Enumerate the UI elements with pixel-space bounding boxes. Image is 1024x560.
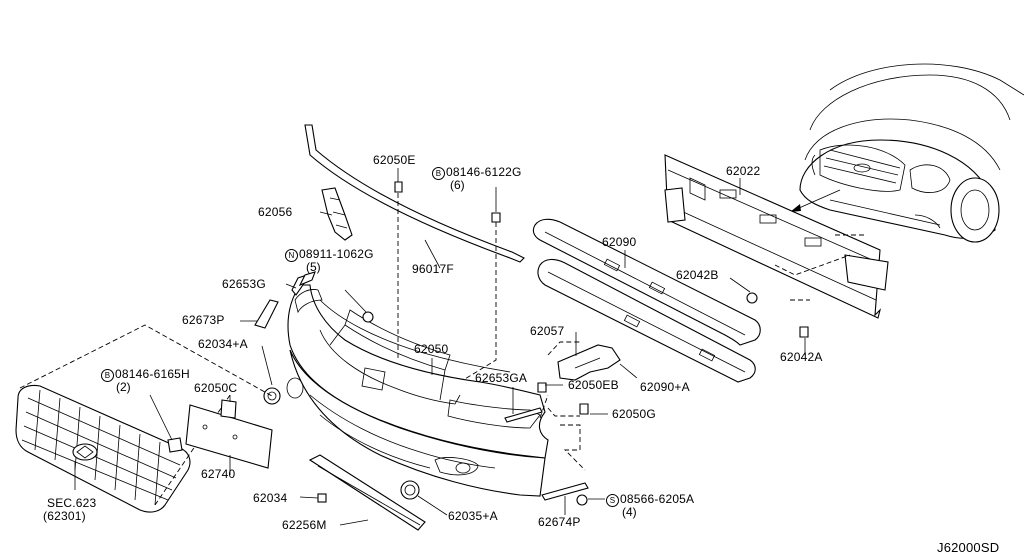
label-62034A: 62034+A [198,337,248,351]
bumper-fascia-icon [286,284,549,497]
diagram-code: J62000SD [937,540,1000,555]
energy-absorber-icon [532,218,761,383]
label-08146-6122G-text: 08146-6122G [446,165,522,179]
grille-icon [15,384,191,513]
nut-symbol-icon: N [285,249,298,262]
label-96017F: 96017F [412,262,454,276]
bolt-symbol-icon: B [432,167,445,180]
car-front-icon [799,63,1024,243]
label-62042A: 62042A [780,350,823,364]
label-62022: 62022 [726,164,761,178]
qty-08146-6122G: (6) [450,178,465,192]
label-sec623: SEC.623 [47,496,97,510]
label-62050EB: 62050EB [568,378,619,392]
label-62090: 62090 [602,235,637,249]
label-62653G: 62653G [222,277,266,291]
label-08911-1062G-text: 08911-1062G [299,247,374,261]
label-62673P: 62673P [182,313,225,327]
label-62653GA: 62653GA [475,371,528,385]
label-62740: 62740 [201,467,236,481]
label-62035A: 62035+A [448,509,498,523]
label-62050C: 62050C [194,381,238,395]
reinforcement-icon [664,154,889,319]
label-08566-6205A-text: 08566-6205A [620,492,695,506]
label-62057: 62057 [530,324,565,338]
label-62034: 62034 [253,491,288,505]
bolt-symbol-icon: B [101,369,114,382]
label-62056: 62056 [258,205,293,219]
qty-08146-6165H: (2) [116,380,131,394]
label-62050: 62050 [414,342,449,356]
label-62674P: 62674P [538,515,581,529]
label-62050G: 62050G [612,407,656,421]
qty-08566-6205A: (4) [622,505,637,519]
label-sec623-ref: (62301) [43,509,86,523]
screw-symbol-icon: S [606,494,619,507]
label-62042B: 62042B [676,268,719,282]
label-62090A: 62090+A [640,380,690,394]
label-62050E: 62050E [373,153,416,167]
qty-08911-1062G: (5) [306,260,321,274]
label-08146-6165H-text: 08146-6165H [115,367,190,381]
label-62256M: 62256M [282,518,327,532]
molding-strip-icon [304,124,525,263]
